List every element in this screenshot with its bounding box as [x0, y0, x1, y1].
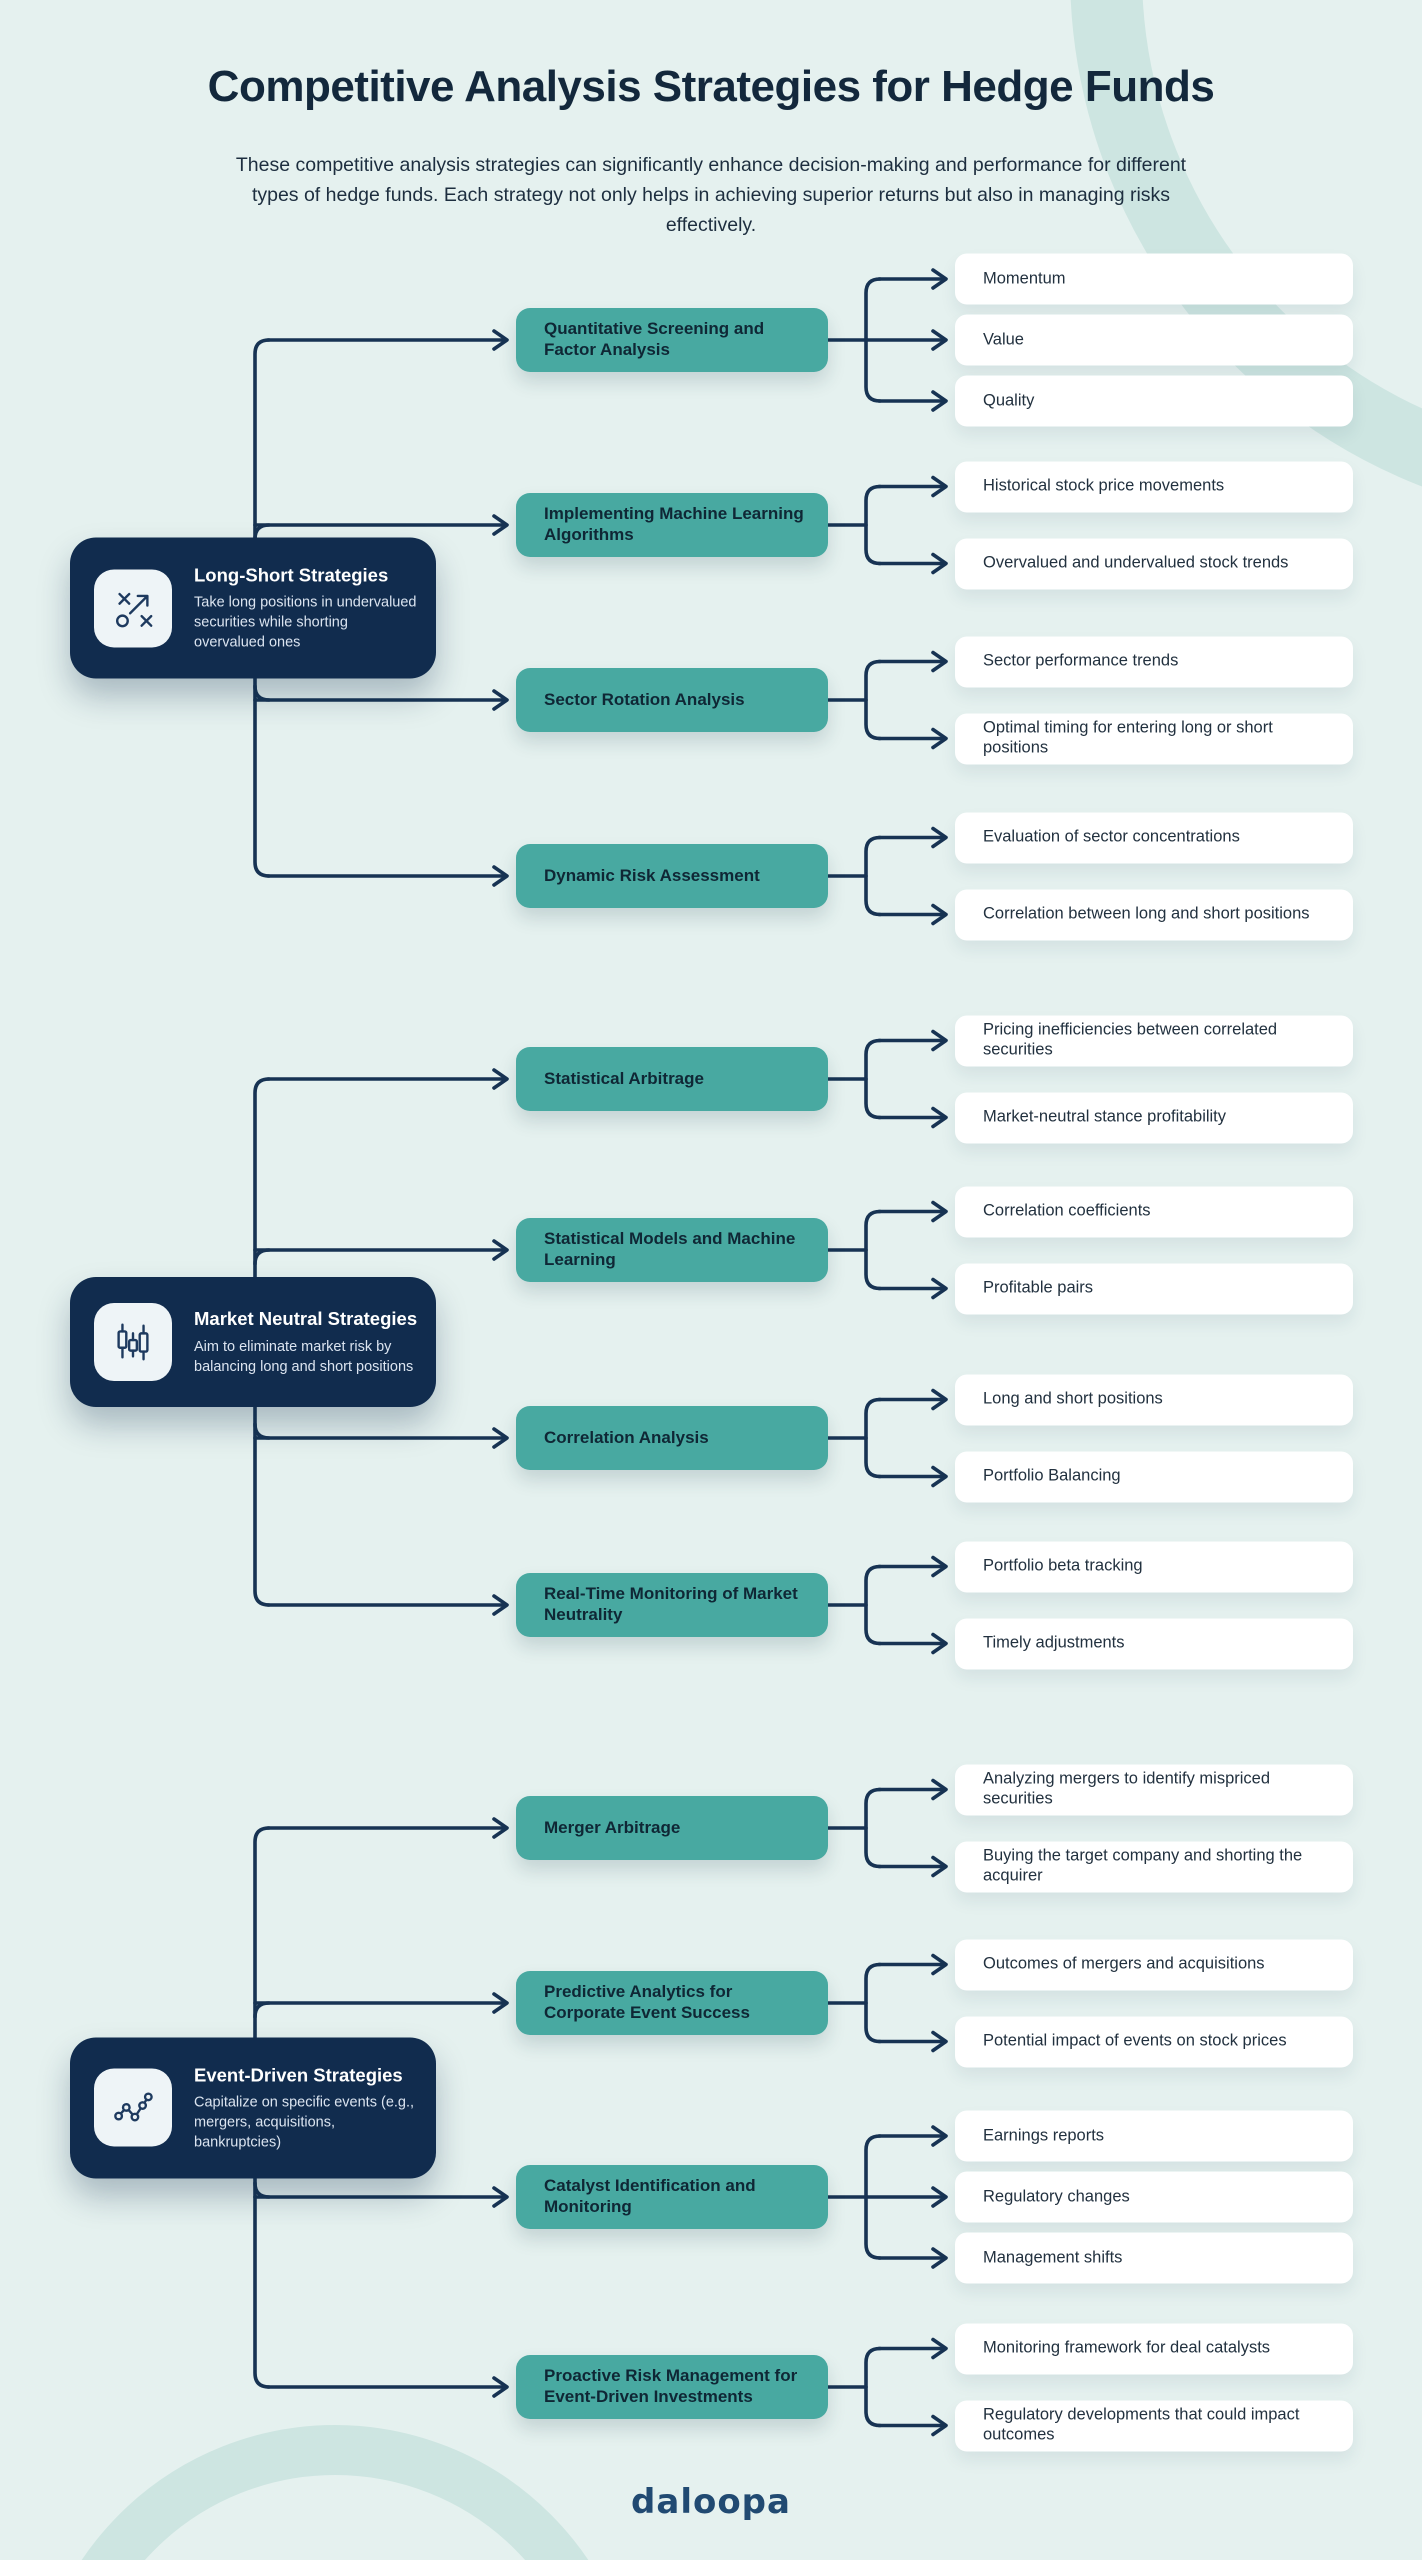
- strategy-icon: [94, 569, 172, 647]
- strategy-label: Statistical Arbitrage: [544, 1068, 704, 1088]
- leaf-label: Regulatory developments that could impac…: [983, 2405, 1300, 2444]
- strategy-label: Sector Rotation Analysis: [544, 689, 745, 709]
- section-title: Market Neutral Strategies: [194, 1308, 418, 1330]
- strategy-label: Dynamic Risk Assessment: [544, 865, 760, 885]
- leaf-box: Correlation between long and short posit…: [955, 889, 1353, 940]
- leaf-label: Portfolio Balancing: [983, 1466, 1121, 1485]
- section-description: Capitalize on specific events (e.g., mer…: [194, 2094, 415, 2151]
- leaf-box: Correlation coefficients: [955, 1186, 1353, 1237]
- leaf-box: Regulatory developments that could impac…: [955, 2400, 1353, 2451]
- strategy-box: Dynamic Risk Assessment: [516, 844, 828, 908]
- leaf-label: Management shifts: [983, 2248, 1123, 2267]
- leaf-label: Buying the target company and shorting t…: [983, 1846, 1303, 1885]
- leaf-box: Analyzing mergers to identify mispriced …: [955, 1764, 1353, 1815]
- leaf-label: Monitoring framework for deal catalysts: [983, 2338, 1271, 2357]
- strategy-label: Implementing Machine Learning Algorithms: [544, 504, 804, 544]
- brand-logo: daloopa: [631, 2482, 791, 2522]
- leaf-box: Pricing inefficiencies between correlate…: [955, 1015, 1353, 1066]
- strategy-label: Quantitative Screening and Factor Analys…: [544, 319, 765, 359]
- leaf-label: Quality: [983, 391, 1035, 410]
- strategy-box: Real-Time Monitoring of Market Neutralit…: [516, 1573, 828, 1637]
- leaf-label: Outcomes of mergers and acquisitions: [983, 1954, 1265, 1973]
- leaf-box: Regulatory changes: [955, 2171, 1353, 2223]
- strategy-label: Catalyst Identification and Monitoring: [544, 2176, 756, 2216]
- leaf-box: Portfolio Balancing: [955, 1451, 1353, 1502]
- leaf-box: Earnings reports: [955, 2110, 1353, 2162]
- leaf-label: Sector performance trends: [983, 651, 1179, 670]
- section-description: Aim to eliminate market risk by balancin…: [194, 1338, 414, 1375]
- leaf-label: Pricing inefficiencies between correlate…: [983, 1020, 1278, 1059]
- section-description: Take long positions in undervalued secur…: [194, 594, 417, 651]
- strategy-label: Proactive Risk Management for Event-Driv…: [544, 2366, 798, 2406]
- strategy-box: Catalyst Identification and Monitoring: [516, 2165, 828, 2229]
- leaf-label: Timely adjustments: [983, 1633, 1125, 1652]
- leaf-label: Momentum: [983, 269, 1066, 288]
- leaf-label: Profitable pairs: [983, 1278, 1094, 1297]
- leaf-label: Optimal timing for entering long or shor…: [983, 718, 1273, 757]
- strategy-box: Statistical Models and Machine Learning: [516, 1218, 828, 1282]
- line-chart-icon: [94, 2068, 172, 2147]
- section-title: Event-Driven Strategies: [194, 2063, 403, 2085]
- leaf-box: Historical stock price movements: [955, 461, 1353, 512]
- section-title: Long-Short Strategies: [194, 564, 389, 586]
- leaf-box: Momentum: [955, 253, 1353, 305]
- strategy-box: Correlation Analysis: [516, 1406, 828, 1470]
- leaf-label: Earnings reports: [983, 2126, 1105, 2145]
- leaf-label: Potential impact of events on stock pric…: [983, 2031, 1287, 2050]
- leaf-label: Evaluation of sector concentrations: [983, 827, 1240, 846]
- strategy-box: Merger Arbitrage: [516, 1796, 828, 1860]
- strategy-box: Predictive Analytics for Corporate Event…: [516, 1971, 828, 2035]
- strategy-box: Statistical Arbitrage: [516, 1047, 828, 1111]
- leaf-label: Overvalued and undervalued stock trends: [983, 553, 1289, 572]
- strategy-label: Merger Arbitrage: [544, 1817, 681, 1837]
- leaf-label: Market-neutral stance profitability: [983, 1107, 1227, 1126]
- leaf-box: Quality: [955, 375, 1353, 427]
- leaf-label: Value: [983, 330, 1024, 349]
- leaf-box: Sector performance trends: [955, 636, 1353, 687]
- leaf-label: Long and short positions: [983, 1389, 1163, 1408]
- leaf-label: Regulatory changes: [983, 2187, 1130, 2206]
- leaf-box: Buying the target company and shorting t…: [955, 1841, 1353, 1892]
- page-title: Competitive Analysis Strategies for Hedg…: [207, 62, 1215, 111]
- strategy-box: Quantitative Screening and Factor Analys…: [516, 308, 828, 372]
- leaf-box: Long and short positions: [955, 1374, 1353, 1425]
- strategy-box: Sector Rotation Analysis: [516, 668, 828, 732]
- page-subtitle: These competitive analysis strategies ca…: [235, 154, 1187, 237]
- leaf-label: Historical stock price movements: [983, 476, 1225, 495]
- leaf-label: Correlation between long and short posit…: [983, 904, 1310, 923]
- candlestick-icon: [94, 1303, 172, 1381]
- leaf-box: Management shifts: [955, 2232, 1353, 2284]
- strategy-label: Predictive Analytics for Corporate Event…: [544, 1982, 750, 2022]
- leaf-box: Portfolio beta tracking: [955, 1541, 1353, 1592]
- strategy-box: Proactive Risk Management for Event-Driv…: [516, 2355, 828, 2419]
- strategy-label: Real-Time Monitoring of Market Neutralit…: [544, 1584, 798, 1624]
- leaf-box: Overvalued and undervalued stock trends: [955, 538, 1353, 589]
- leaf-box: Optimal timing for entering long or shor…: [955, 713, 1353, 764]
- leaf-box: Monitoring framework for deal catalysts: [955, 2323, 1353, 2374]
- strategy-label: Statistical Models and Machine Learning: [544, 1229, 796, 1269]
- leaf-box: Value: [955, 314, 1353, 366]
- leaf-box: Outcomes of mergers and acquisitions: [955, 1939, 1353, 1990]
- leaf-label: Portfolio beta tracking: [983, 1556, 1143, 1575]
- leaf-label: Analyzing mergers to identify mispriced …: [983, 1769, 1271, 1808]
- leaf-box: Market-neutral stance profitability: [955, 1092, 1353, 1143]
- leaf-label: Correlation coefficients: [983, 1201, 1151, 1220]
- leaf-box: Timely adjustments: [955, 1618, 1353, 1669]
- leaf-box: Evaluation of sector concentrations: [955, 812, 1353, 863]
- leaf-box: Potential impact of events on stock pric…: [955, 2016, 1353, 2067]
- strategy-label: Correlation Analysis: [544, 1427, 709, 1447]
- leaf-box: Profitable pairs: [955, 1263, 1353, 1314]
- strategy-box: Implementing Machine Learning Algorithms: [516, 493, 828, 557]
